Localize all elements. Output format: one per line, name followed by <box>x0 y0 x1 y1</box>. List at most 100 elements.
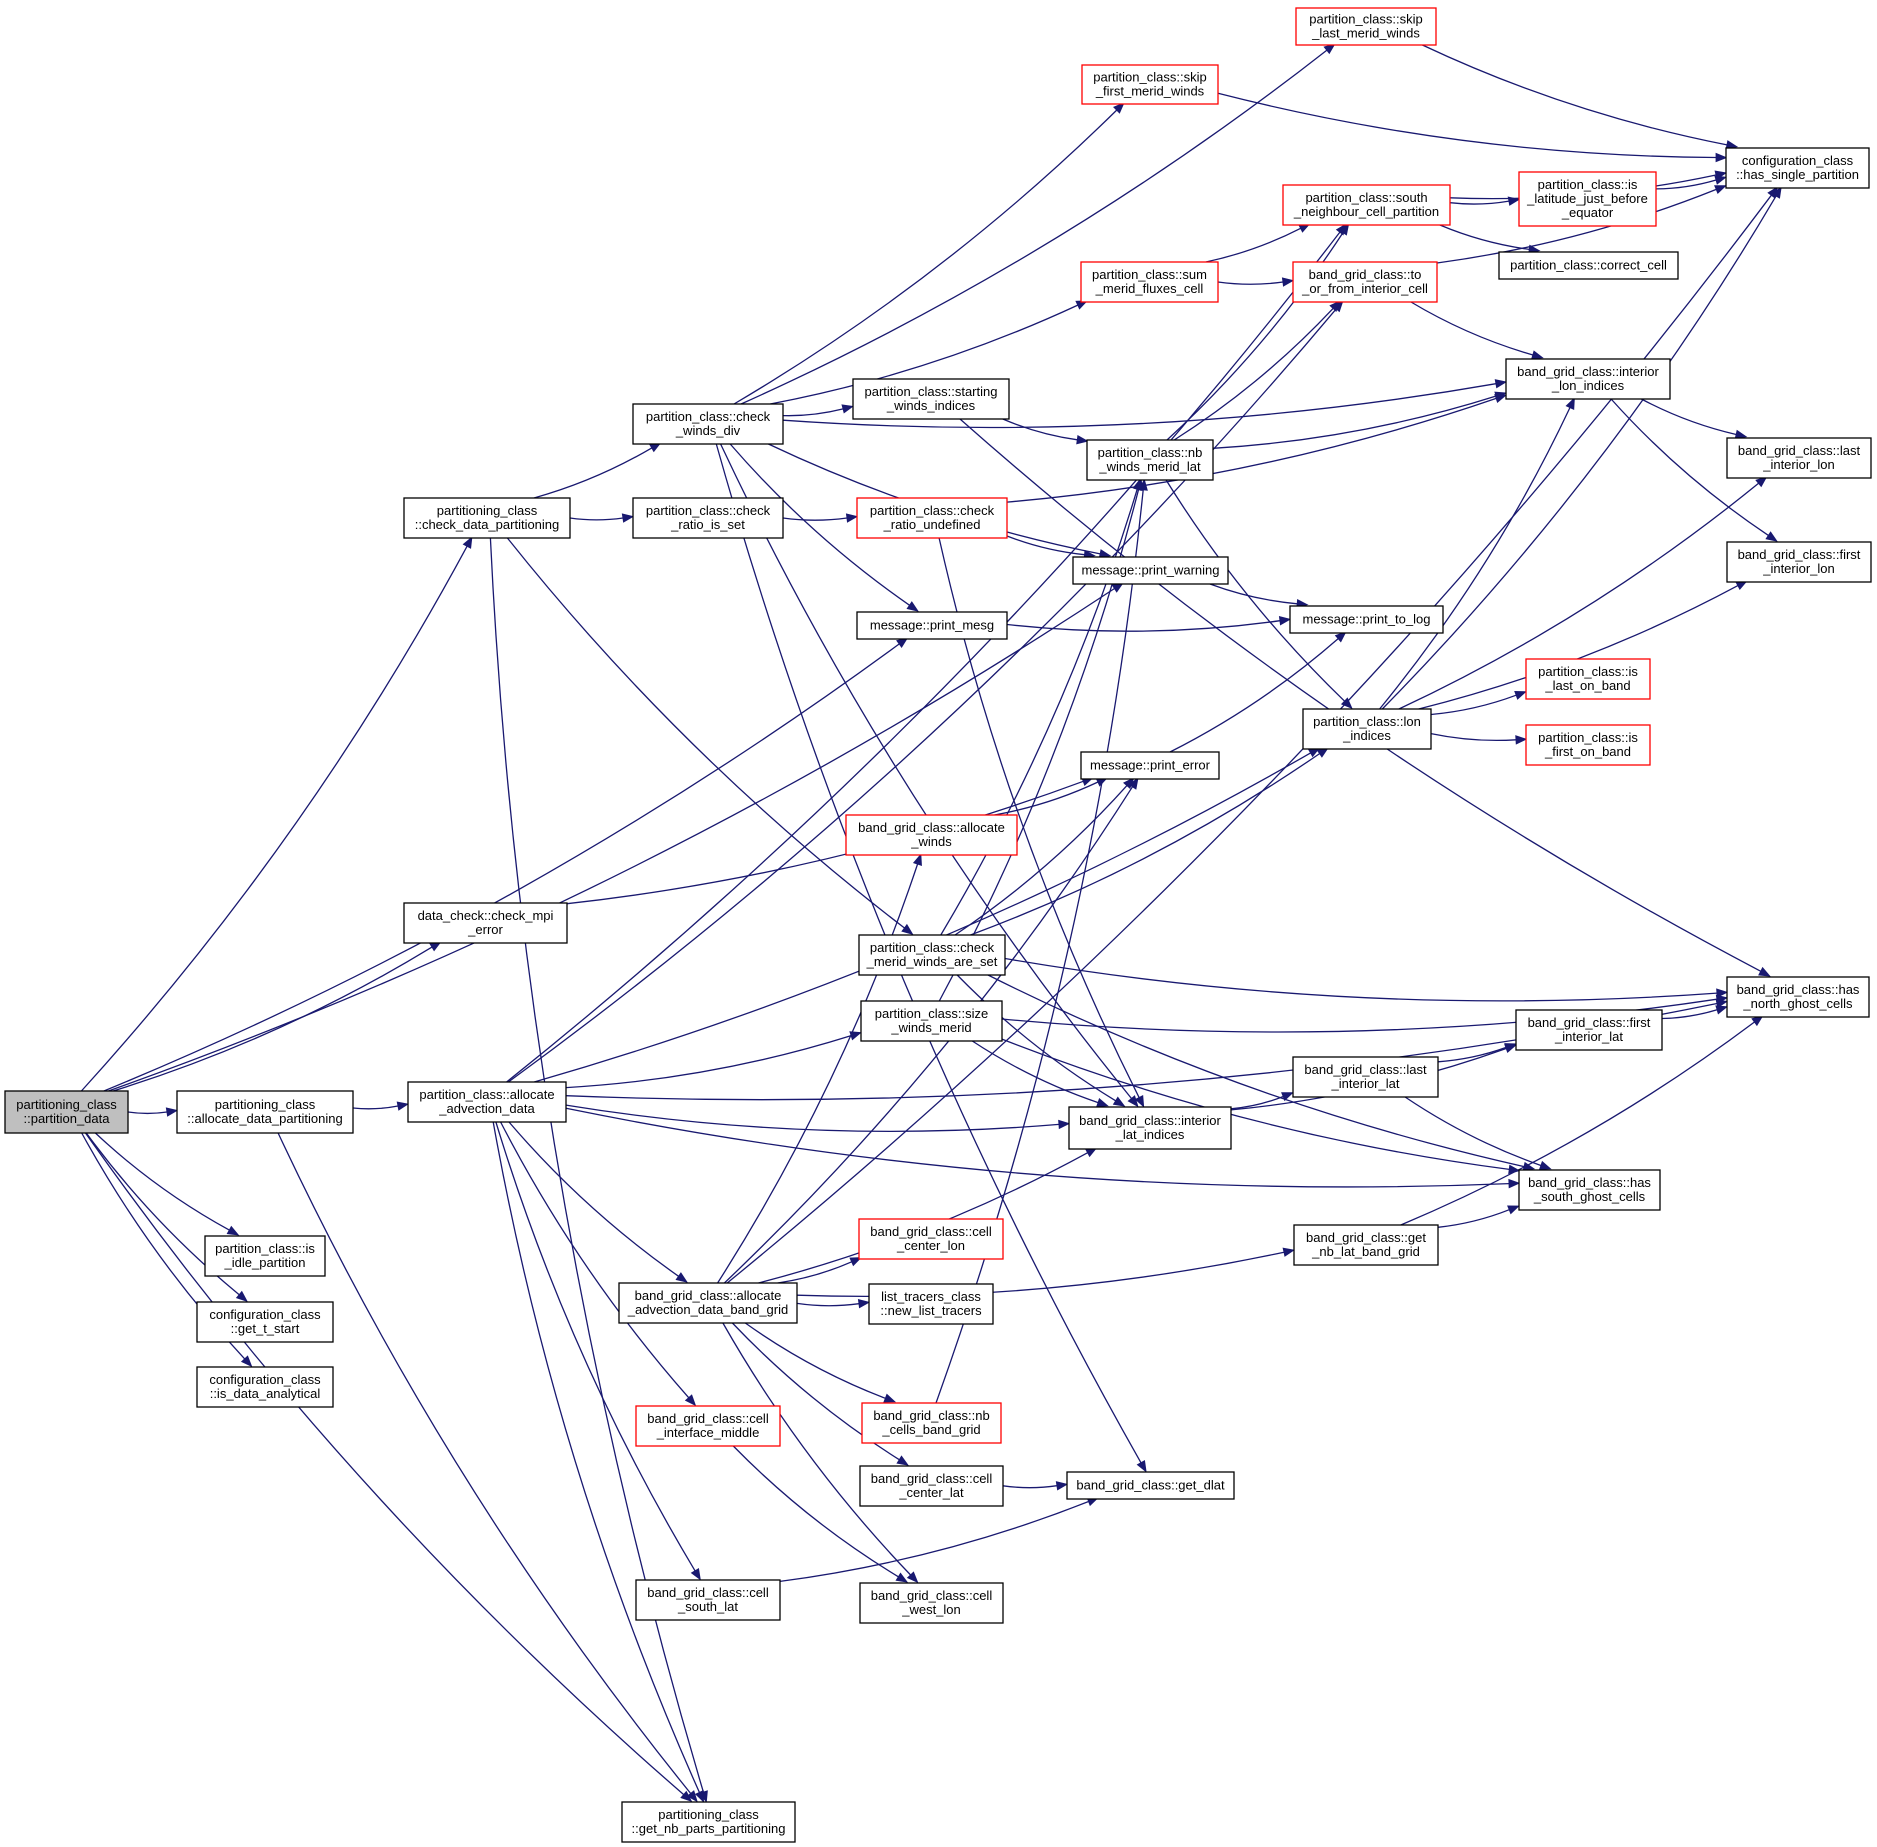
node-check_data_partitioning[interactable]: partitioning_class::check_data_partition… <box>403 497 571 539</box>
node-get_dlat[interactable]: band_grid_class::get_dlat <box>1066 1471 1235 1500</box>
node-print_to_log[interactable]: message::print_to_log <box>1289 605 1444 634</box>
arrowhead <box>901 923 914 935</box>
edge-line <box>352 1105 399 1110</box>
node-check_ratio_undefined[interactable]: partition_class::check_ratio_undefined <box>856 497 1008 539</box>
node-skip_first_merid_winds[interactable]: partition_class::skip_first_merid_winds <box>1081 64 1219 105</box>
arrowhead <box>396 1101 410 1111</box>
node-print_mesg[interactable]: message::print_mesg <box>856 611 1008 640</box>
edge-nb_winds_merid_lat-to-lon_indices <box>1165 479 1353 710</box>
edge-starting_winds_indices-to-nb_winds_merid_lat <box>1002 418 1089 445</box>
node-size_winds_merid[interactable]: partition_class::size_winds_merid <box>860 1000 1003 1042</box>
edge-line <box>1381 195 1777 710</box>
node-is_last_on_band[interactable]: partition_class::is_last_on_band <box>1525 658 1651 700</box>
edge-allocate_advection_data-to-get_nb_parts_partitioning <box>492 1121 705 1803</box>
node-label: message::print_warning <box>1081 563 1219 578</box>
node-print_error[interactable]: message::print_error <box>1080 751 1220 780</box>
node-correct_cell[interactable]: partition_class::correct_cell <box>1498 251 1679 280</box>
node-skip_last_merid_winds[interactable]: partition_class::skip_last_merid_winds <box>1295 7 1437 46</box>
node-allocate_advection_data_band_grid[interactable]: band_grid_class::allocate_advection_data… <box>618 1282 798 1324</box>
node-box <box>1302 708 1432 750</box>
node-allocate_advection_data[interactable]: partition_class::allocate_advection_data <box>407 1081 567 1123</box>
arrowhead <box>1281 277 1295 287</box>
node-label: _indices <box>1342 728 1391 743</box>
node-cell_interface_middle[interactable]: band_grid_class::cell_interface_middle <box>635 1405 781 1447</box>
node-to_or_from_interior_cell[interactable]: band_grid_class::to_or_from_interior_cel… <box>1292 261 1438 303</box>
edge-line <box>1410 301 1534 356</box>
node-interior_lat_indices[interactable]: band_grid_class::interior_lat_indices <box>1068 1106 1232 1150</box>
node-get_nb_lat_band_grid[interactable]: band_grid_class::get_nb_lat_band_grid <box>1293 1224 1439 1266</box>
node-cell_south_lat[interactable]: band_grid_class::cell_south_lat <box>635 1579 781 1621</box>
node-is_data_analytical[interactable]: configuration_class::is_data_analytical <box>196 1366 334 1408</box>
node-has_single_partition[interactable]: configuration_class::has_single_partitio… <box>1725 147 1870 189</box>
node-check_mpi_error[interactable]: data_check::check_mpi_error <box>403 902 568 944</box>
edge-line <box>770 304 1079 405</box>
node-lon_indices[interactable]: partition_class::lon_indices <box>1302 708 1432 750</box>
node-box <box>632 403 784 445</box>
node-label: _interior_lon <box>1762 561 1835 576</box>
node-label: partition_class::check <box>646 409 771 424</box>
node-label: _winds <box>910 834 952 849</box>
arrowhead <box>1133 478 1144 491</box>
node-is_first_on_band[interactable]: partition_class::is_first_on_band <box>1525 724 1651 766</box>
edge-line <box>1422 44 1728 146</box>
edge-first_interior_lat-to-has_north_ghost_cells <box>1661 1005 1728 1020</box>
edge-line <box>1212 395 1497 449</box>
edge-interior_lat_indices-to-last_interior_lat <box>1230 1092 1294 1110</box>
node-last_interior_lat[interactable]: band_grid_class::last_interior_lat <box>1292 1056 1439 1098</box>
arrowhead <box>845 513 859 523</box>
node-label: partition_class::is <box>1538 177 1638 192</box>
edge-check_ratio_undefined-to-interior_lon_indices <box>1006 394 1507 503</box>
node-get_t_start[interactable]: configuration_class::get_t_start <box>196 1301 334 1343</box>
node-is_idle_partition[interactable]: partition_class::is_idle_partition <box>204 1235 326 1277</box>
node-check_ratio_is_set[interactable]: partition_class::check_ratio_is_set <box>632 497 784 539</box>
node-has_north_ghost_cells[interactable]: band_grid_class::has_north_ghost_cells <box>1726 976 1870 1018</box>
edge-lon_indices-to-is_first_on_band <box>1430 732 1528 745</box>
node-label: _error <box>467 922 503 937</box>
node-box <box>852 378 1010 420</box>
node-label: _advection_data_band_grid <box>627 1302 788 1317</box>
node-get_nb_parts_partitioning[interactable]: partitioning_class::get_nb_parts_partiti… <box>621 1801 796 1843</box>
node-nb_winds_merid_lat[interactable]: partition_class::nb_winds_merid_lat <box>1086 439 1214 481</box>
edge-get_nb_lat_band_grid-to-has_south_ghost_cells <box>1437 1205 1520 1228</box>
edge-nb_winds_merid_lat-to-to_or_from_interior_cell <box>1173 300 1341 441</box>
node-label: partition_class::lon <box>1313 714 1421 729</box>
arrowhead <box>1112 1096 1126 1107</box>
node-last_interior_lon[interactable]: band_grid_class::last_interior_lon <box>1726 437 1872 479</box>
node-cell_center_lat[interactable]: band_grid_class::cell_center_lat <box>859 1465 1004 1507</box>
node-south_neighbour_cell_partition[interactable]: partition_class::south_neighbour_cell_pa… <box>1282 184 1451 226</box>
node-is_latitude_just_before_equator[interactable]: partition_class::is_latitude_just_before… <box>1518 171 1657 227</box>
edge-size_winds_merid-to-interior_lat_indices <box>971 1040 1109 1107</box>
edge-skip_last_merid_winds-to-has_single_partition <box>1422 44 1739 150</box>
node-first_interior_lat[interactable]: band_grid_class::first_interior_lat <box>1515 1009 1663 1051</box>
node-label: _center_lon <box>896 1238 965 1253</box>
node-first_interior_lon[interactable]: band_grid_class::first_interior_lon <box>1726 541 1872 583</box>
node-has_south_ghost_cells[interactable]: band_grid_class::has_south_ghost_cells <box>1518 1169 1661 1211</box>
edge-line <box>103 643 900 1092</box>
node-nb_cells_band_grid[interactable]: band_grid_class::nb_cells_band_grid <box>861 1402 1002 1444</box>
node-interior_lon_indices[interactable]: band_grid_class::interior_lon_indices <box>1505 358 1671 400</box>
arrowhead <box>1494 391 1507 401</box>
node-starting_winds_indices[interactable]: partition_class::starting_winds_indices <box>852 378 1010 420</box>
node-label: _neighbour_cell_partition <box>1293 204 1439 219</box>
node-sum_merid_fluxes_cell[interactable]: partition_class::sum_merid_fluxes_cell <box>1080 261 1219 303</box>
arrowhead <box>165 1107 179 1117</box>
node-allocate_data_partitioning[interactable]: partitioning_class::allocate_data_partit… <box>176 1090 354 1134</box>
edge-line <box>1655 179 1717 190</box>
node-box <box>196 1366 334 1408</box>
edge-allocate_advection_data_band_grid-to-print_error <box>723 777 1139 1284</box>
node-check_merid_winds_are_set[interactable]: partition_class::check_merid_winds_are_s… <box>858 934 1006 976</box>
node-partition_data[interactable]: partitioning_class::partition_data <box>4 1090 129 1134</box>
node-check_winds_div[interactable]: partition_class::check_winds_div <box>632 403 784 445</box>
edge-allocate_advection_data_band_grid-to-cell_west_lon <box>722 1322 919 1584</box>
edge-partition_data-to-check_mpi_error <box>112 941 442 1092</box>
node-label: band_grid_class::cell <box>871 1471 993 1486</box>
node-cell_west_lon[interactable]: band_grid_class::cell_west_lon <box>859 1582 1004 1624</box>
node-print_warning[interactable]: message::print_warning <box>1072 556 1229 585</box>
edge-line <box>723 786 1134 1284</box>
arrowhead <box>841 404 855 414</box>
edge-print_warning-to-print_to_log <box>1209 583 1309 609</box>
node-label: ::has_single_partition <box>1736 167 1859 182</box>
node-allocate_winds[interactable]: band_grid_class::allocate_winds <box>845 814 1018 856</box>
node-cell_center_lon[interactable]: band_grid_class::cell_center_lon <box>858 1218 1004 1260</box>
node-new_list_tracers[interactable]: list_tracers_class::new_list_tracers <box>868 1283 994 1325</box>
